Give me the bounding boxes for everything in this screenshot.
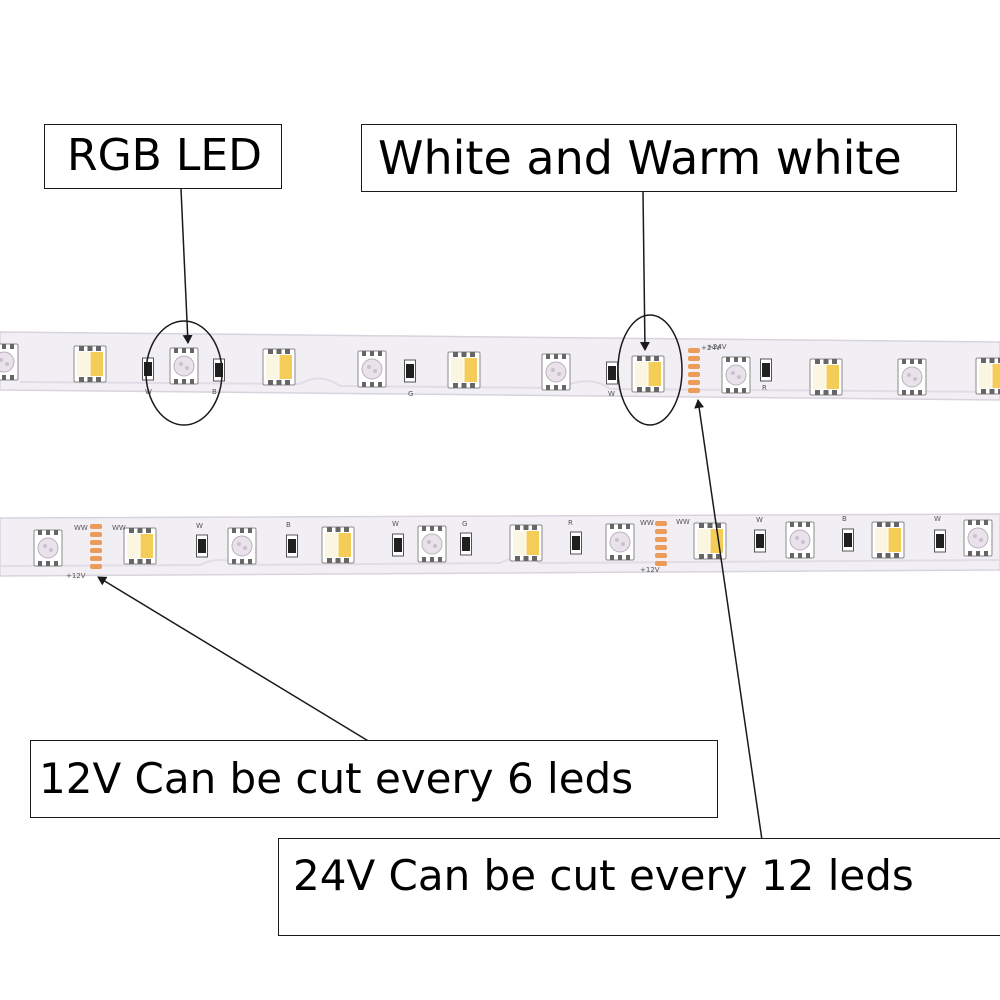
pcb-label-ww: WW <box>112 524 126 532</box>
pcb-label-g: G <box>462 520 467 528</box>
cut-24v-label: 24V Can be cut every 12 leds <box>278 838 1000 936</box>
pcb-label-b: B <box>286 521 291 529</box>
pcb-label-ww: WW <box>676 518 690 526</box>
pcb-label-b: B <box>842 515 847 523</box>
led-strip-12v: WW WW W B W G R WW WW W B W +12V +12V <box>0 513 1000 580</box>
pcb-label-w: W <box>392 520 399 528</box>
pcb-label-24v: +24V <box>707 343 727 351</box>
pcb-label-ww: WW <box>74 524 88 532</box>
pcb-label-w: W <box>196 522 203 530</box>
pcb-label-r: R <box>762 384 767 392</box>
pcb-label-12v: +12V <box>640 566 660 574</box>
pcb-label-w: W <box>934 515 941 523</box>
pcb-label-ww: WW <box>640 519 654 527</box>
cut-24v-arrow <box>694 399 763 841</box>
pcb-label-b: B <box>212 388 217 396</box>
pcb-label-w: W <box>608 390 615 398</box>
white-warm-white-label: White and Warm white <box>361 124 957 192</box>
led-strip-24v: W B G W R +24V +24V <box>0 331 1000 401</box>
pcb-label-w: W <box>756 516 763 524</box>
rgb-led-arrow <box>180 188 193 344</box>
white-led-highlight-circle <box>617 314 683 426</box>
rgb-led-highlight-circle <box>145 320 223 426</box>
cut-12v-label: 12V Can be cut every 6 leds <box>30 740 718 818</box>
pcb-label-g: G <box>408 390 413 398</box>
pcb-label-24v: +24V <box>701 344 721 352</box>
white-led-arrow <box>639 191 650 351</box>
cut-12v-arrow <box>97 576 371 743</box>
pcb-label-r: R <box>568 519 573 527</box>
rgb-led-label: RGB LED <box>44 124 282 189</box>
pcb-label-12v: +12V <box>66 572 86 580</box>
